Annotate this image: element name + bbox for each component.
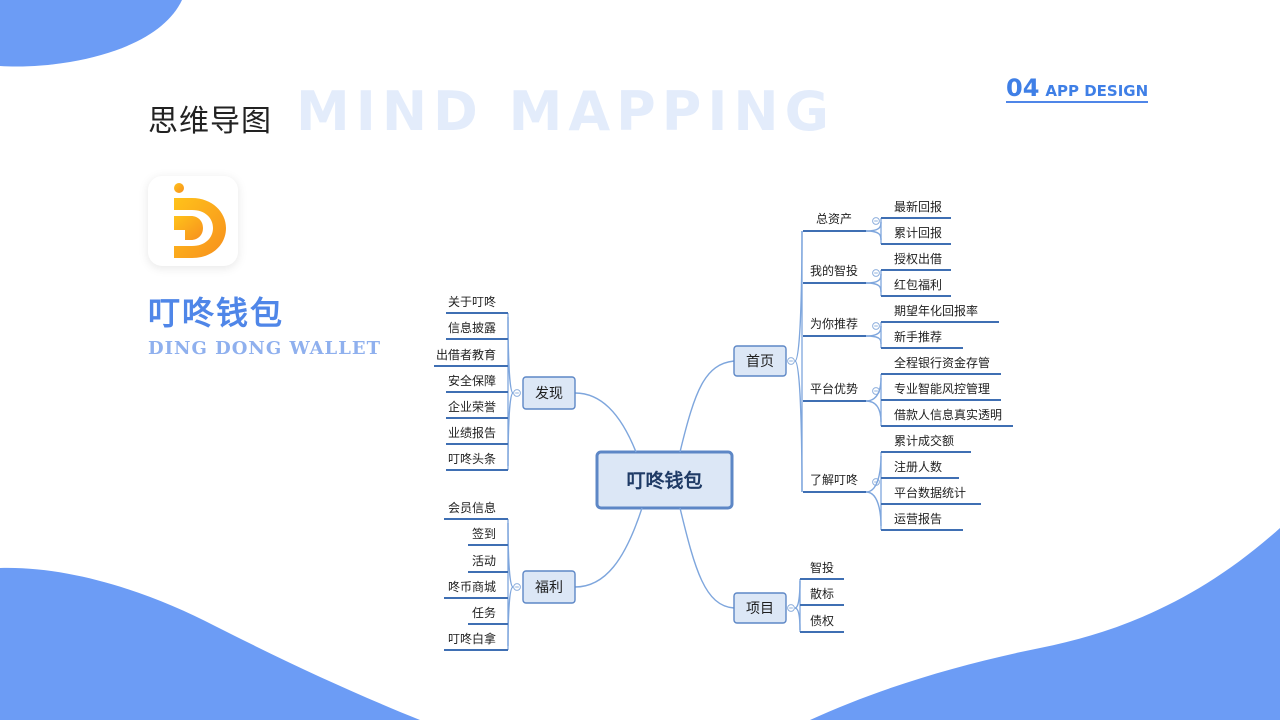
branch-node-project <box>733 592 787 624</box>
home-sub-label-4: 了解叮咚 <box>810 472 858 487</box>
home-leaf-label-3-2: 借款人信息真实透明 <box>894 407 1002 422</box>
home-leaf-label-4-3: 运营报告 <box>894 511 942 526</box>
connector-root-discover <box>574 392 637 453</box>
home-trunk-down <box>794 360 803 493</box>
branch-node-project-label: 项目 <box>746 601 774 617</box>
discover-leaf-label-1: 信息披露 <box>448 320 496 335</box>
root-node <box>595 450 734 510</box>
home-leaf-label-4-2: 平台数据统计 <box>894 485 966 500</box>
home-leaf-label-1-1: 红包福利 <box>894 277 942 292</box>
connector-root-project <box>679 507 735 609</box>
welfare-leaf-label-1: 签到 <box>472 526 496 541</box>
discover-leaf-label-3: 安全保障 <box>448 373 496 388</box>
home-leaf-label-2-0: 期望年化回报率 <box>894 303 978 318</box>
root-node-label: 叮咚钱包 <box>626 469 702 492</box>
home-leaf-label-4-1: 注册人数 <box>894 459 942 474</box>
section-label: APP DESIGN <box>1045 82 1149 100</box>
project-leaf-label-0: 智投 <box>810 560 834 575</box>
discover-leaf-label-0: 关于叮咚 <box>448 294 496 309</box>
home-leaf-curve-down-3 <box>865 400 882 423</box>
welfare-leaf-label-4: 任务 <box>472 605 496 620</box>
home-leaf-curve-down-4 <box>865 491 882 527</box>
bottom-right-blob <box>810 528 1280 720</box>
home-leaf-curve-down-2 <box>865 335 882 345</box>
section-number: 04 <box>1006 74 1040 102</box>
branch-node-discover-label: 发现 <box>535 386 563 402</box>
branch-node-home-label: 首页 <box>746 354 774 370</box>
home-leaf-curve-up-4 <box>865 455 882 493</box>
home-leaf-label-2-1: 新手推荐 <box>894 329 942 344</box>
branch-node-discover <box>522 376 576 410</box>
app-logo <box>148 176 238 266</box>
connector-root-home <box>679 360 735 453</box>
home-leaf-curve-down-1 <box>865 282 882 293</box>
project-trunk-down <box>794 607 801 631</box>
home-leaf-label-0-1: 累计回报 <box>894 225 942 240</box>
discover-leaf-label-2: 出借者教育 <box>436 347 496 362</box>
connector-root-welfare <box>574 507 643 588</box>
discover-leaf-label-5: 业绩报告 <box>448 425 496 440</box>
home-sub-label-2: 为你推荐 <box>810 317 858 331</box>
section-tag: 04 APP DESIGN <box>1006 74 1149 103</box>
home-sub-label-0: 总资产 <box>816 212 852 226</box>
home-leaf-label-3-1: 专业智能风控管理 <box>894 381 990 396</box>
page-subtitle: MIND MAPPING <box>296 80 835 143</box>
project-trunk-up <box>794 580 801 609</box>
home-leaf-label-3-0: 全程银行资金存管 <box>894 355 990 370</box>
bottom-left-blob <box>0 567 420 720</box>
welfare-trunk-up <box>507 522 514 588</box>
welfare-leaf-label-2: 活动 <box>472 554 496 568</box>
welfare-trunk-down <box>507 586 514 647</box>
home-leaf-label-4-0: 累计成交额 <box>894 433 954 448</box>
home-sub-label-3: 平台优势 <box>810 381 858 396</box>
app-name-english: DING DONG WALLET <box>148 338 381 359</box>
home-trunk-up <box>794 230 803 362</box>
welfare-leaf-label-3: 咚币商城 <box>448 579 496 594</box>
discover-trunk-up <box>507 316 514 394</box>
branch-node-welfare-label: 福利 <box>535 580 563 596</box>
discover-leaf-label-6: 叮咚头条 <box>448 451 496 466</box>
home-leaf-curve-down-0 <box>865 230 882 241</box>
discover-trunk-down <box>507 392 514 467</box>
project-leaf-label-2: 债权 <box>810 614 834 628</box>
app-name: 叮咚钱包 <box>148 294 285 332</box>
welfare-leaf-label-0: 会员信息 <box>448 500 496 515</box>
project-leaf-label-1: 散标 <box>810 586 834 601</box>
ding-dong-d-logo-icon <box>174 183 226 258</box>
welfare-leaf-label-5: 叮咚白拿 <box>448 631 496 646</box>
home-leaf-label-0-0: 最新回报 <box>894 199 942 214</box>
discover-leaf-label-4: 企业荣誉 <box>448 399 496 414</box>
branch-node-welfare <box>522 570 576 604</box>
branch-node-home <box>733 345 787 377</box>
home-leaf-label-1-0: 授权出借 <box>894 251 942 266</box>
page-title: 思维导图 <box>148 104 272 139</box>
home-sub-label-1: 我的智投 <box>810 263 858 278</box>
top-left-blob <box>0 0 182 67</box>
